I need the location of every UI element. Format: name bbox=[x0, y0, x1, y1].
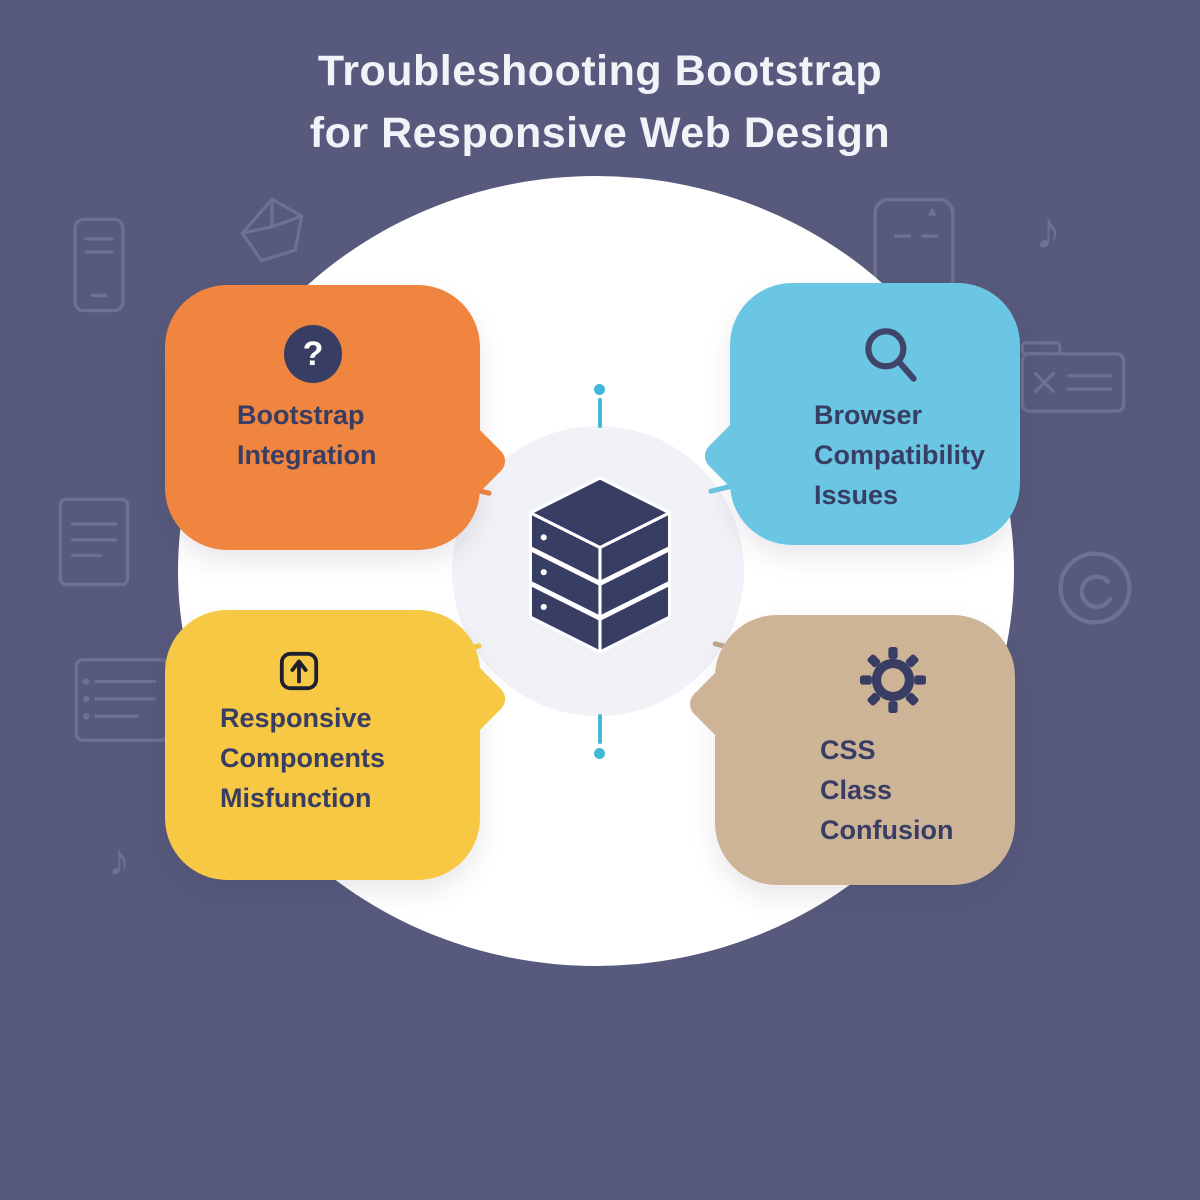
card-label: CSS Class Confusion bbox=[820, 730, 953, 850]
magnifier-icon bbox=[855, 321, 927, 393]
card-label: Responsive Components Misfunction bbox=[220, 698, 385, 818]
label-line: Confusion bbox=[820, 815, 954, 845]
connector-dot-bottom bbox=[594, 748, 605, 759]
cube-icon bbox=[238, 195, 306, 267]
card-label: Bootstrap Integration bbox=[237, 395, 377, 475]
arrow-up-box-icon bbox=[278, 650, 320, 692]
label-line: Class bbox=[820, 775, 893, 805]
label-line: Issues bbox=[814, 480, 899, 510]
card-bootstrap-integration: ? Bootstrap Integration bbox=[165, 285, 511, 550]
page-title: Troubleshooting Bootstrap for Responsive… bbox=[0, 40, 1200, 164]
label-line: Browser bbox=[814, 400, 923, 430]
question-mark-icon: ? bbox=[284, 325, 342, 383]
label-line: Compatibility bbox=[814, 440, 986, 470]
label-line: Responsive bbox=[220, 703, 372, 733]
folder-x-icon bbox=[1018, 338, 1128, 416]
connector-dot-top bbox=[594, 384, 605, 395]
card-label: Browser Compatibility Issues bbox=[814, 395, 985, 515]
smartphone-icon bbox=[60, 215, 138, 315]
card-browser-compatibility: Browser Compatibility Issues bbox=[699, 283, 1020, 545]
music-note-icon: ♪ bbox=[108, 836, 130, 885]
label-line: Components bbox=[220, 743, 385, 773]
label-line: Integration bbox=[237, 440, 377, 470]
title-line-1: Troubleshooting Bootstrap bbox=[317, 47, 883, 95]
label-line: CSS bbox=[820, 735, 876, 765]
card-responsive-components: Responsive Components Misfunction bbox=[165, 610, 511, 880]
connector-bottom bbox=[598, 714, 602, 744]
label-line: Bootstrap bbox=[237, 400, 365, 430]
connector-top bbox=[598, 398, 602, 428]
card-css-class-confusion: CSS Class Confusion bbox=[684, 615, 1015, 885]
title-line-2: for Responsive Web Design bbox=[309, 109, 891, 157]
label-line: Misfunction bbox=[220, 783, 372, 813]
music-note-icon: ♪ bbox=[1035, 202, 1061, 260]
list-document-icon bbox=[72, 655, 172, 745]
document-icon bbox=[55, 495, 133, 589]
question-glyph: ? bbox=[302, 334, 324, 373]
gear-icon bbox=[860, 647, 926, 713]
smiley-icon bbox=[1052, 545, 1138, 631]
server-stack-icon bbox=[528, 476, 672, 654]
